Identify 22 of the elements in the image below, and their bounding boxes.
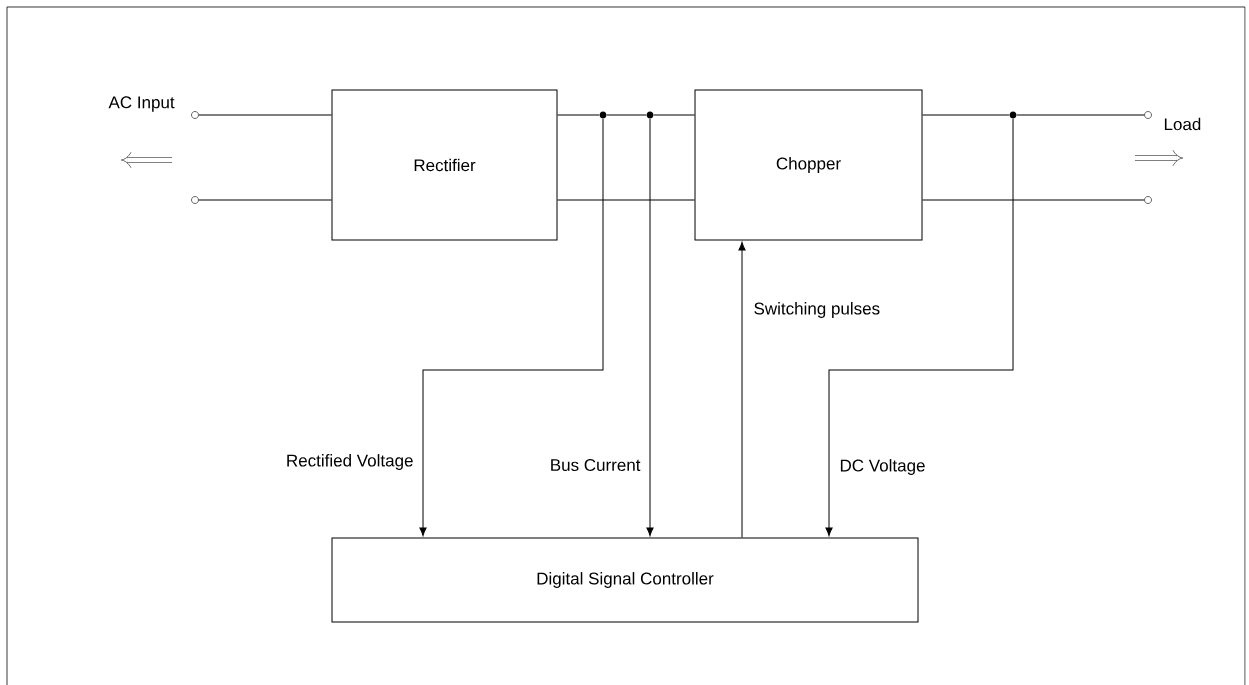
connector-line — [653, 114, 695, 116]
connector-line — [825, 118, 1014, 537]
connector-line — [198, 199, 332, 201]
edge-label: DC Voltage — [838, 458, 927, 476]
block-box: Digital Signal Controller — [331, 537, 919, 623]
connector-line — [1016, 114, 1145, 116]
connector-line — [606, 114, 647, 116]
connector-line — [419, 118, 604, 537]
terminal-label: AC Input — [108, 96, 175, 112]
connector-line — [557, 199, 695, 201]
block-box: Rectifier — [331, 89, 558, 241]
connector-line — [738, 241, 746, 538]
block-box: Chopper — [694, 89, 923, 241]
connector-line — [922, 199, 1145, 201]
edge-label: Bus Current — [548, 458, 642, 472]
connector-line — [557, 114, 600, 116]
connector-line — [922, 114, 1010, 116]
terminal-label: Load — [1164, 117, 1201, 131]
connector-line — [646, 118, 654, 537]
edge-label: Switching pulses — [752, 301, 882, 319]
connector-line — [198, 114, 332, 116]
edge-label: Rectified Voltage — [284, 453, 415, 471]
